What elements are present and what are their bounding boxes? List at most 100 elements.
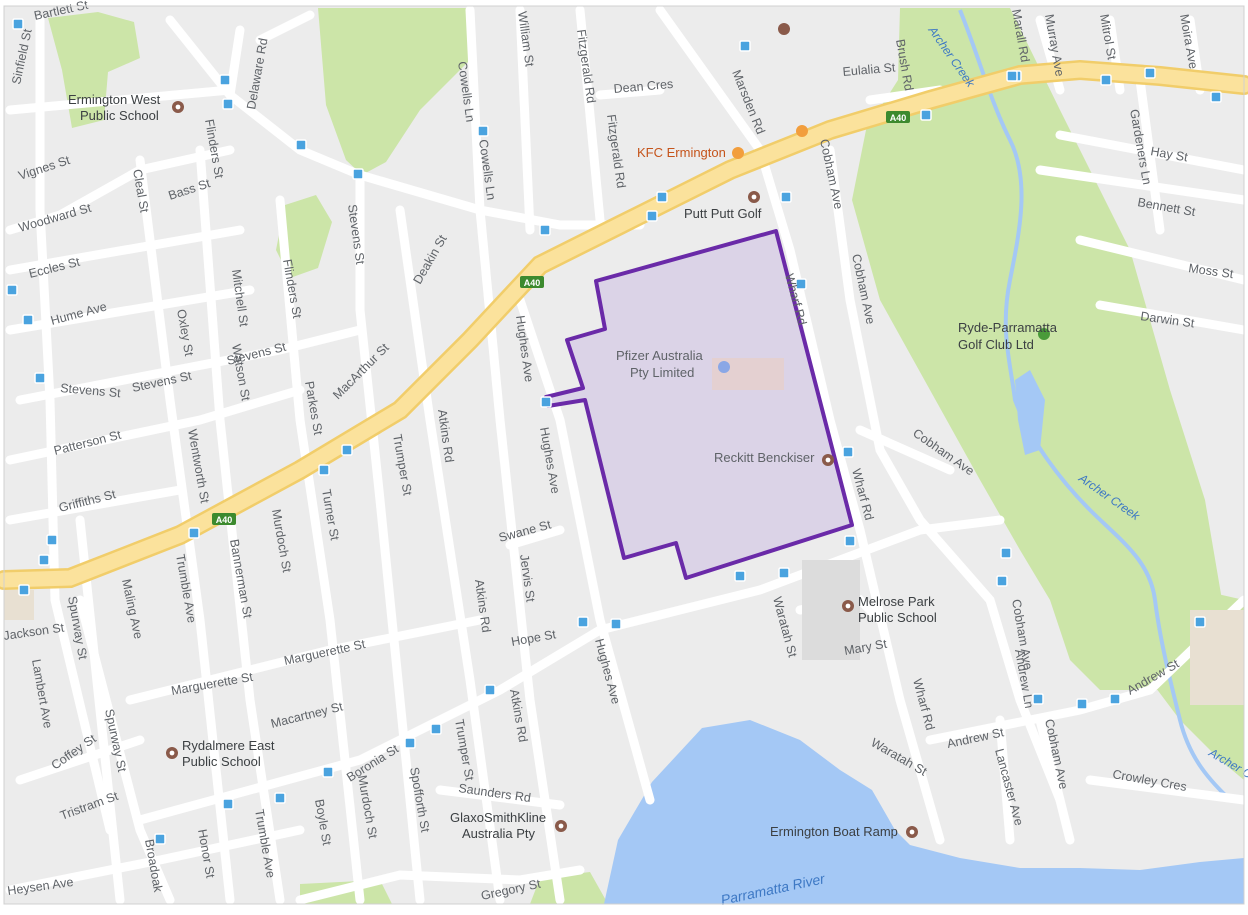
svg-text:A40: A40 bbox=[524, 278, 541, 288]
highlighted-site-area[interactable] bbox=[544, 229, 854, 580]
bus-stop-icon bbox=[1144, 67, 1156, 79]
bus-stop-icon bbox=[656, 191, 668, 203]
route-shield-a40-3: A40 bbox=[212, 513, 236, 525]
route-shields: A40 A40 A40 bbox=[212, 111, 910, 525]
restaurant-icon bbox=[796, 125, 808, 137]
poi-label: Ermington Boat Ramp bbox=[770, 824, 898, 839]
minor-roads bbox=[5, 5, 1248, 905]
bus-stop-icon bbox=[539, 224, 551, 236]
bus-stop-icon bbox=[1109, 693, 1121, 705]
bus-stop-icon bbox=[352, 168, 364, 180]
bus-stop-icon bbox=[484, 684, 496, 696]
water-bodies bbox=[604, 9, 1244, 904]
bus-stop-icon bbox=[222, 798, 234, 810]
route-shield-a40-1: A40 bbox=[520, 276, 544, 288]
bus-stop-icon bbox=[6, 284, 18, 296]
bus-stop-icon bbox=[154, 833, 166, 845]
bus-stop-icon bbox=[341, 444, 353, 456]
park-small-circle bbox=[276, 195, 332, 278]
bus-stop-icon bbox=[1100, 74, 1112, 86]
poi-melrose-school[interactable]: Melrose Park Public School bbox=[842, 594, 937, 625]
bus-stop-icon bbox=[996, 575, 1008, 587]
poi-label: Ermington West bbox=[68, 92, 161, 107]
bus-stop-icon bbox=[295, 139, 307, 151]
poi-label: Australia Pty bbox=[462, 826, 535, 841]
poi-label: GlaxoSmithKline bbox=[450, 810, 546, 825]
bus-stop-icon bbox=[12, 18, 24, 30]
poi-label: Putt Putt Golf bbox=[684, 206, 762, 221]
bus-stop-icon bbox=[477, 125, 489, 137]
street-label: Hay St bbox=[1149, 144, 1189, 164]
bus-stop-icon bbox=[540, 396, 552, 408]
bus-stop-icon bbox=[646, 210, 658, 222]
bus-stop-icon bbox=[34, 372, 46, 384]
poi-label: Public School bbox=[858, 610, 937, 625]
place-icon bbox=[778, 23, 790, 35]
bus-stop-icon bbox=[577, 616, 589, 628]
bus-stops bbox=[6, 18, 1222, 845]
poi-label: Pty Limited bbox=[630, 365, 694, 380]
poi-ermington-west-school[interactable]: Ermington West Public School bbox=[68, 92, 184, 123]
bus-stop-icon bbox=[1000, 547, 1012, 559]
poi-putt-putt[interactable]: Putt Putt Golf bbox=[684, 191, 762, 221]
poi-boat-ramp[interactable]: Ermington Boat Ramp bbox=[770, 824, 918, 839]
archer-creek-pond bbox=[1015, 370, 1045, 455]
poi-label: Melrose Park bbox=[858, 594, 935, 609]
bus-stop-icon bbox=[318, 464, 330, 476]
bus-stop-icon bbox=[38, 554, 50, 566]
poi-label: Reckitt Benckiser bbox=[714, 450, 815, 465]
bus-stop-icon bbox=[780, 191, 792, 203]
bus-stop-icon bbox=[1194, 616, 1206, 628]
business-icon bbox=[718, 361, 730, 373]
parramatta-river bbox=[604, 720, 1244, 904]
poi-label: Public School bbox=[80, 108, 159, 123]
bus-stop-icon bbox=[1006, 70, 1018, 82]
park-ryde-golf bbox=[852, 8, 1222, 690]
street-label: Jervis St bbox=[517, 553, 538, 603]
park-south bbox=[530, 872, 608, 904]
svg-text:A40: A40 bbox=[890, 113, 907, 123]
poi-label: Ryde-Parramatta bbox=[958, 320, 1058, 335]
bus-stop-icon bbox=[1210, 91, 1222, 103]
street-label: Dean Cres bbox=[613, 77, 674, 96]
poi-label: Rydalmere East bbox=[182, 738, 275, 753]
bus-stop-icon bbox=[795, 278, 807, 290]
bus-stop-icon bbox=[778, 567, 790, 579]
park-north bbox=[318, 8, 470, 175]
bus-stop-icon bbox=[188, 527, 200, 539]
poi-ryde-golf[interactable]: Ryde-Parramatta Golf Club Ltd bbox=[958, 320, 1058, 352]
bus-stop-icon bbox=[222, 98, 234, 110]
poi-gsk[interactable]: GlaxoSmithKline Australia Pty bbox=[450, 810, 567, 841]
park-ermington-west bbox=[48, 12, 140, 128]
bus-stop-icon bbox=[219, 74, 231, 86]
bus-stop-icon bbox=[610, 618, 622, 630]
poi-label: Golf Club Ltd bbox=[958, 337, 1034, 352]
poi-label: Public School bbox=[182, 754, 261, 769]
route-shield-a40-2: A40 bbox=[886, 111, 910, 123]
poi-reckitt[interactable]: Reckitt Benckiser bbox=[714, 450, 834, 466]
bus-stop-icon bbox=[1032, 693, 1044, 705]
bus-stop-icon bbox=[404, 737, 416, 749]
poi-label: KFC Ermington bbox=[637, 145, 726, 160]
poi-pfizer[interactable]: Pfizer Australia Pty Limited bbox=[616, 348, 730, 380]
bus-stop-icon bbox=[844, 535, 856, 547]
street-label: Eulalia St bbox=[842, 60, 896, 79]
poi-rydalmere-school[interactable]: Rydalmere East Public School bbox=[166, 738, 275, 769]
map-border bbox=[3, 5, 1245, 905]
poi-kfc[interactable]: KFC Ermington bbox=[637, 145, 744, 160]
street-label: Moss St bbox=[1188, 261, 1235, 281]
restaurant-icon bbox=[732, 147, 744, 159]
poi-label: Pfizer Australia bbox=[616, 348, 703, 363]
poi-markers: Ermington West Public School KFC Ermingt… bbox=[68, 23, 1058, 841]
bus-stop-icon bbox=[18, 584, 30, 596]
bus-stop-icon bbox=[842, 446, 854, 458]
bus-stop-icon bbox=[734, 570, 746, 582]
bus-stop-icon bbox=[920, 109, 932, 121]
bus-stop-icon bbox=[1076, 698, 1088, 710]
svg-text:A40: A40 bbox=[216, 515, 233, 525]
street-label: Stevens St bbox=[60, 381, 122, 400]
golf-icon bbox=[1038, 328, 1050, 340]
bus-stop-icon bbox=[322, 766, 334, 778]
